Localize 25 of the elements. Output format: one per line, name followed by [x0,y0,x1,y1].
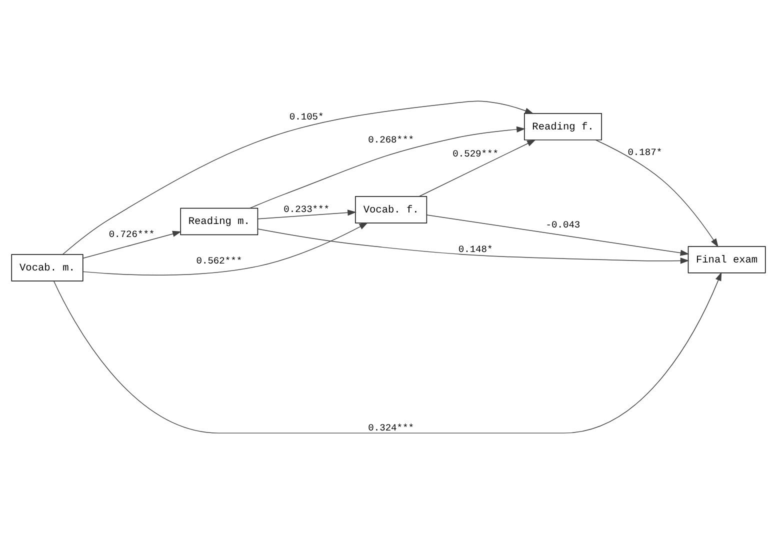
arrow [82,230,182,258]
node-box: Vocab. m. [11,254,84,281]
edge-label: 0.324*** [368,422,414,433]
arrow [418,139,536,196]
edge-label: 0.105* [289,111,324,122]
arrow [258,209,356,219]
edge-label: 0.562*** [196,255,242,266]
edge-label: 0.268*** [368,134,414,145]
arrow [53,271,722,433]
arrow [82,222,368,275]
arrow [249,126,526,208]
edge-label: 0.187* [628,146,662,158]
node-box: Vocab. f. [355,196,428,223]
edge-label: 0.726*** [108,228,155,240]
edge-label: 0.233*** [284,204,330,215]
arrow [595,139,718,247]
edge-label: 0.148* [458,243,493,254]
edge-label: -0.043 [546,219,580,230]
node-box: Reading f. [524,112,602,140]
node-box: Reading m. [180,207,258,235]
node-box: Final exam [688,246,766,273]
arrow [258,228,690,264]
arrow [426,214,690,256]
edge-label: 0.529*** [452,148,498,159]
arrow [62,100,534,254]
